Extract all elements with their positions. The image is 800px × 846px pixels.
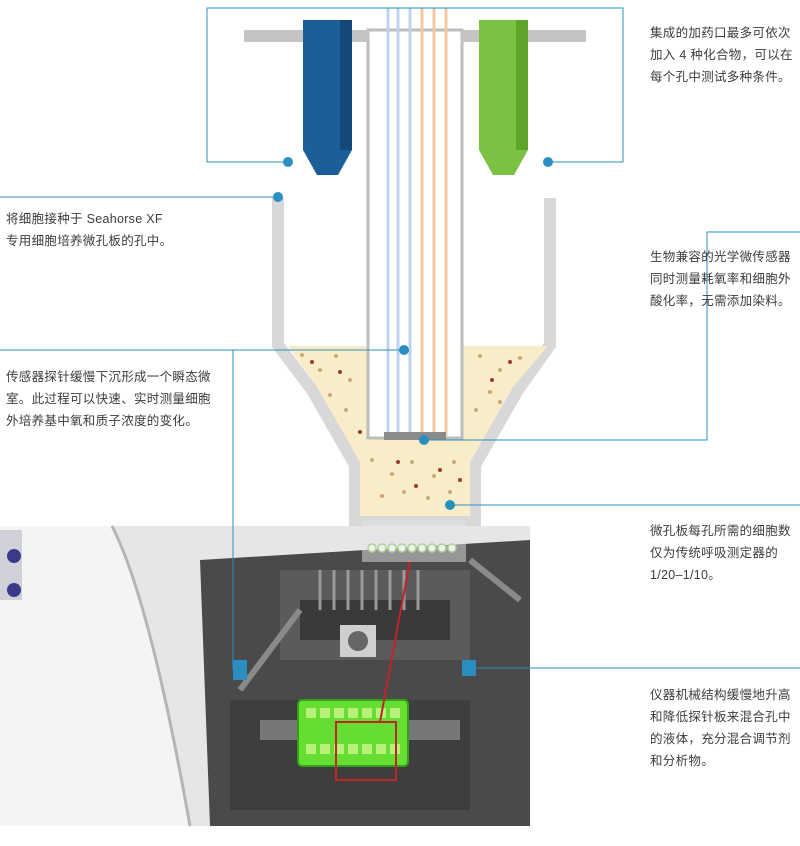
callout-transient-chamber: 传感器探针缓慢下沉形成一个瞬态微 室。此过程可以快速、实时测量细胞 外培养基中氧…	[6, 366, 211, 432]
callout-cell-count: 微孔板每孔所需的细胞数 仅为传统呼吸测定器的 1/20–1/10。	[650, 520, 791, 586]
callout-line: 1/20–1/10。	[650, 568, 722, 582]
callout-line: 每个孔中测试多种条件。	[650, 70, 791, 84]
callout-line: 微孔板每孔所需的细胞数	[650, 524, 791, 538]
medium-particles	[300, 353, 522, 500]
probe-sleeve	[366, 28, 464, 440]
callout-line: 和分析物。	[650, 754, 715, 768]
callout-line: 外培养基中氧和质子浓度的变化。	[6, 414, 199, 428]
callout-line: 加入 4 种化合物，可以在	[650, 48, 793, 62]
callout-microsensor: 生物兼容的光学微传感器 同时测量耗氧率和细胞外 酸化率，无需添加染料。	[650, 246, 791, 312]
callout-line: 将细胞接种于 Seahorse XF	[6, 212, 163, 226]
callout-line: 专用细胞培养微孔板的孔中。	[6, 234, 173, 248]
medium-particles-red	[310, 360, 512, 488]
callout-injection-ports: 集成的加药口最多可依次 加入 4 种化合物，可以在 每个孔中测试多种条件。	[650, 22, 793, 88]
callout-line: 集成的加药口最多可依次	[650, 26, 791, 40]
callout-line: 酸化率，无需添加染料。	[650, 294, 791, 308]
callout-line: 仅为传统呼吸测定器的	[650, 546, 779, 560]
callout-line: 和降低探针板来混合孔中	[650, 710, 791, 724]
microsensor	[384, 432, 446, 440]
callout-line: 传感器探针缓慢下沉形成一个瞬态微	[6, 370, 211, 384]
indicator-light-2	[7, 583, 21, 597]
injection-port-green	[479, 20, 528, 175]
injection-port-blue	[303, 20, 352, 175]
injection-port-green-shade	[516, 20, 528, 150]
highlight-marker-left	[233, 660, 247, 680]
probe-pins	[318, 570, 420, 610]
instrument-housing-edge	[110, 525, 192, 827]
indicator-light-1	[7, 549, 21, 563]
callout-line: 的液体，充分混合调节剂	[650, 732, 791, 746]
instrument-side-panel	[0, 530, 22, 600]
highlight-connector-line	[379, 559, 411, 723]
instrument-housing	[0, 526, 190, 826]
motor-gear	[348, 631, 368, 651]
callout-line: 室。此过程可以快速、实时测量细胞	[6, 392, 211, 406]
callout-line: 仪器机械结构缓慢地升高	[650, 688, 791, 702]
callout-mixing: 仪器机械结构缓慢地升高 和降低探针板来混合孔中 的液体，充分混合调节剂 和分析物…	[650, 684, 791, 772]
leader-lines	[0, 7, 800, 670]
callout-cell-seeding: 将细胞接种于 Seahorse XF 专用细胞培养微孔板的孔中。	[6, 208, 172, 252]
callout-line: 生物兼容的光学微传感器	[650, 250, 791, 264]
leader-dots	[273, 157, 553, 510]
highlight-marker-right	[462, 660, 476, 676]
callout-line: 同时测量耗氧率和细胞外	[650, 272, 791, 286]
injection-port-blue-shade	[340, 20, 352, 150]
mechanism-arm-right	[468, 557, 522, 603]
well-bottom	[362, 520, 466, 562]
highlight-box	[335, 721, 397, 781]
sensor-fibers	[386, 8, 448, 436]
mechanism-arm-left	[237, 608, 303, 692]
